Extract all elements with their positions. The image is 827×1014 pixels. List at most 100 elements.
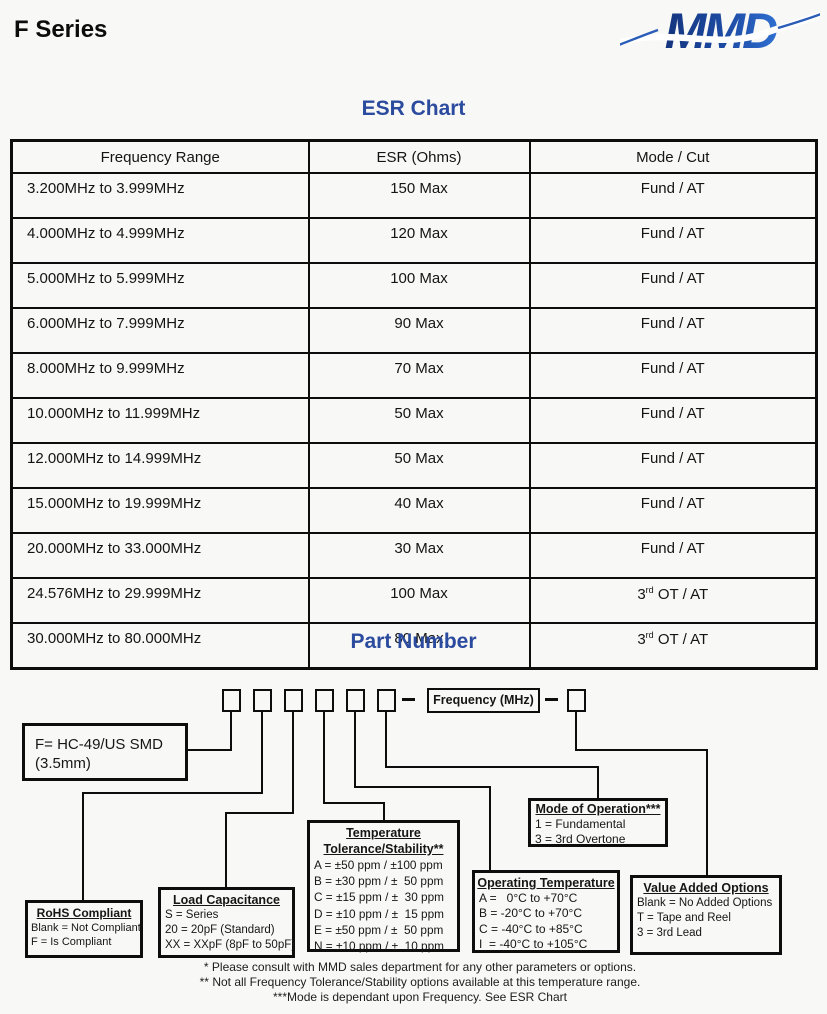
- table-cell: 3.200MHz to 3.999MHz: [10, 172, 310, 219]
- part-field-box-2: [253, 689, 272, 712]
- dash-separator-1: [402, 698, 415, 701]
- table-cell: 70 Max: [307, 352, 531, 399]
- table-cell: 120 Max: [307, 217, 531, 264]
- table-cell: 30 Max: [307, 532, 531, 579]
- table-cell: Fund / AT: [528, 442, 818, 489]
- part-field-box-4: [315, 689, 334, 712]
- connector-line: [230, 710, 232, 751]
- list-item: C = -40°C to +85°C: [479, 921, 583, 936]
- connector-line: [706, 749, 708, 875]
- table-cell: 10.000MHz to 11.999MHz: [10, 397, 310, 444]
- col-header-frequency-range: Frequency Range: [10, 139, 310, 174]
- temperature-tolerance-box: Temperature Tolerance/Stability** A = ±5…: [307, 820, 460, 954]
- table-cell: 12.000MHz to 14.999MHz: [10, 442, 310, 489]
- connector-line: [489, 786, 491, 870]
- part-field-box-7: [567, 689, 586, 712]
- list-item: 3 = 3rd Overtone: [535, 831, 626, 846]
- list-item: D = ±10 ppm / ± 15 ppm: [314, 906, 444, 921]
- value-added-options-box: Value Added Options Blank = No Added Opt…: [630, 875, 782, 955]
- table-cell: 4.000MHz to 4.999MHz: [10, 217, 310, 264]
- connector-line: [383, 802, 385, 820]
- col-header-esr-ohms: ESR (Ohms): [307, 139, 531, 174]
- connector-line: [323, 802, 385, 804]
- connector-line: [261, 710, 263, 794]
- table-cell: Fund / AT: [528, 532, 818, 579]
- part-field-box-6: [377, 689, 396, 712]
- mode-of-operation-title: Mode of Operation***: [535, 802, 661, 816]
- frequency-field-box: Frequency (MHz): [427, 688, 540, 713]
- logo-text: MMD: [665, 5, 777, 57]
- connector-line: [225, 812, 294, 814]
- list-item: ***Mode is dependant upon Frequency. See…: [273, 990, 567, 1004]
- table-cell: Fund / AT: [528, 397, 818, 444]
- part-field-box-5: [346, 689, 365, 712]
- series-label-box: F= HC-49/US SMD(3.5mm): [22, 723, 188, 781]
- table-cell: 100 Max: [307, 262, 531, 309]
- connector-line: [354, 786, 491, 788]
- table-cell: 80 Max: [307, 622, 531, 670]
- list-item: E = ±50 ppm / ± 50 ppm: [314, 922, 444, 937]
- operating-temperature-title: Operating Temperature: [477, 876, 615, 890]
- list-item: B = ±30 ppm / ± 50 ppm: [314, 874, 444, 889]
- list-item: A = 0°C to +70°C: [479, 891, 578, 905]
- table-cell: 6.000MHz to 7.999MHz: [10, 307, 310, 354]
- list-item: 20 = 20pF (Standard): [165, 923, 275, 936]
- list-item: 1 = Fundamental: [535, 817, 626, 831]
- connector-line: [323, 710, 325, 804]
- connector-line: [292, 710, 294, 814]
- mmd-logo: MMD: [620, 5, 820, 57]
- table-cell: 40 Max: [307, 487, 531, 534]
- table-cell: Fund / AT: [528, 262, 818, 309]
- list-item: S = Series: [165, 909, 219, 921]
- connector-line: [82, 792, 263, 794]
- connector-line: [354, 710, 356, 788]
- esr-table: Frequency Range ESR (Ohms) Mode / Cut 3.…: [10, 139, 818, 670]
- table-cell: 90 Max: [307, 307, 531, 354]
- table-cell: Fund / AT: [528, 217, 818, 264]
- esr-table-header-row: Frequency Range ESR (Ohms) Mode / Cut: [10, 139, 818, 174]
- table-cell: Fund / AT: [528, 307, 818, 354]
- esr-chart-title: ESR Chart: [361, 97, 466, 120]
- table-cell: 150 Max: [307, 172, 531, 219]
- list-item: A = ±50 ppm / ±100 ppm: [314, 858, 443, 872]
- table-cell: 50 Max: [307, 397, 531, 444]
- load-capacitance-box: Load Capacitance S = Series 20 = 20pF (St…: [158, 887, 295, 958]
- connector-line: [597, 766, 599, 798]
- page-title: F Series: [14, 16, 108, 43]
- part-field-box-3: [284, 689, 303, 712]
- table-cell: 5.000MHz to 5.999MHz: [10, 262, 310, 309]
- table-cell: Fund / AT: [528, 172, 818, 219]
- connector-line: [225, 812, 227, 887]
- load-capacitance-title: Load Capacitance: [173, 893, 280, 907]
- connector-line: [575, 749, 708, 751]
- list-item: F= HC-49/US SMD: [35, 736, 163, 753]
- connector-line: [186, 749, 232, 751]
- connector-line: [385, 766, 599, 768]
- table-cell: Fund / AT: [528, 487, 818, 534]
- part-number-title: Part Number: [350, 630, 477, 653]
- table-cell: 24.576MHz to 29.999MHz: [10, 577, 310, 624]
- list-item: Blank = Not Compliant: [31, 922, 141, 934]
- temperature-tolerance-items: A = ±50 ppm / ±100 ppm B = ±30 ppm / ± 50…: [310, 857, 457, 954]
- table-cell: 30.000MHz to 80.000MHz: [10, 622, 310, 670]
- list-item: Blank = No Added Options: [637, 897, 773, 909]
- connector-line: [385, 710, 387, 768]
- logo-swoosh-tail-left: [620, 28, 659, 46]
- list-item: B = -20°C to +70°C: [479, 906, 582, 921]
- connector-line: [575, 710, 577, 751]
- table-cell: 100 Max: [307, 577, 531, 624]
- connector-line: [82, 792, 84, 900]
